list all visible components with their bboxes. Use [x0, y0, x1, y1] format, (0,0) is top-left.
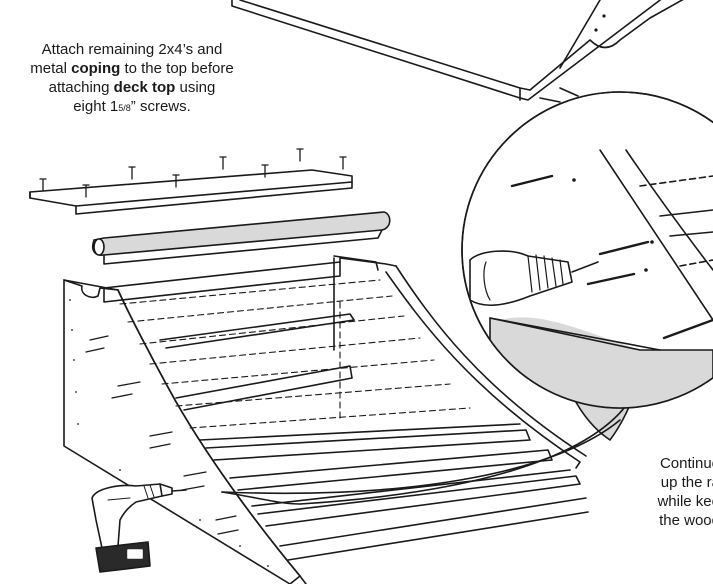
deck-top-board [29, 169, 353, 215]
instruction-line-2-post: to the top before [120, 60, 234, 77]
deck-screws [39, 148, 347, 198]
screw-icon [261, 164, 269, 178]
side-note-line: up the ra [660, 474, 713, 491]
deck-top-term: deck top [113, 79, 176, 96]
instruction-line-1: Attach remaining 2x4’s and [41, 41, 223, 58]
side-note: Continue up the ra while kee the wood [630, 454, 713, 530]
screw-icon [172, 174, 180, 188]
cordless-drill-icon [91, 483, 187, 573]
screw-icon [339, 156, 347, 170]
instruction-line-4-pre: eight 1 [73, 98, 119, 115]
screw-icon [296, 148, 304, 162]
side-note-line: while kee [657, 493, 713, 510]
instruction-line-3-pre: attaching [48, 79, 114, 96]
quarter-pipe-ramp [63, 255, 589, 584]
side-note-line: Continue [659, 455, 713, 472]
instruction-text: Attach remaining 2x4’s and metal coping … [12, 40, 252, 118]
instruction-line-2-pre: metal [30, 60, 72, 77]
side-screws [85, 335, 239, 535]
metal-coping [91, 211, 391, 265]
detail-callout [221, 91, 713, 505]
screw-icon [82, 184, 90, 198]
screw-icon [128, 166, 136, 180]
screw-length-fraction: 5/8 [118, 103, 131, 113]
instruction-line-3-post: using [175, 79, 216, 96]
screw-icon [219, 156, 227, 170]
side-note-line: the wood [659, 512, 713, 529]
previous-ramp-section [231, 0, 684, 103]
instruction-line-4-post: ” screws. [130, 98, 191, 115]
coping-term: coping [71, 60, 121, 77]
screw-icon [39, 178, 47, 192]
